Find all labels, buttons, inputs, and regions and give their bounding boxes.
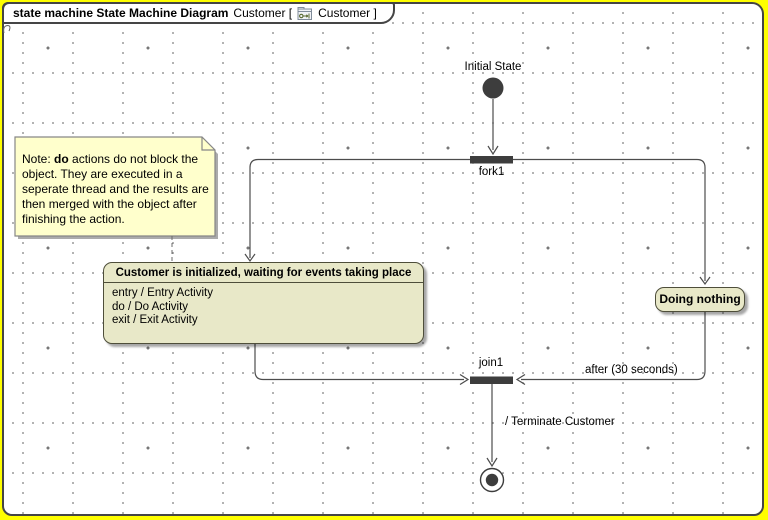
frame-tab-anchor-decoration (3, 24, 11, 34)
note-shape[interactable] (14, 136, 216, 237)
fork-label[interactable]: fork1 (478, 166, 505, 178)
diagram-context-close: Customer ] (318, 6, 377, 20)
terminate-effect-label[interactable]: / Terminate Customer (505, 416, 615, 428)
arrowhead-down-fork (487, 145, 499, 156)
arrowhead-left-join (515, 373, 526, 386)
initial-state-node[interactable] (482, 77, 504, 99)
state-title: Customer is initialized, waiting for eve… (104, 263, 423, 283)
note-comment[interactable]: Note: do actions do not block the object… (15, 137, 215, 236)
arrowhead-down-main-state (244, 253, 256, 263)
arrowhead-down-doing-nothing (699, 276, 711, 286)
note-fold-corner (201, 137, 215, 151)
state-activity-list: entry / Entry Activity do / Do Activity … (104, 283, 423, 328)
state-doing-nothing[interactable]: Doing nothing (655, 287, 745, 312)
join-bar[interactable] (470, 376, 513, 385)
note-text-bold-word: do (54, 152, 69, 166)
transition-fork-to-doing-nothing[interactable] (513, 158, 706, 282)
state-exit-activity[interactable]: exit / Exit Activity (112, 314, 198, 326)
state-machine-diagram-icon (297, 6, 313, 20)
transition-doing-nothing-to-join[interactable] (521, 312, 706, 381)
arrowhead-down-final (486, 457, 498, 468)
join-label[interactable]: join1 (478, 357, 504, 369)
state-customer-initialized[interactable]: Customer is initialized, waiting for eve… (103, 262, 424, 344)
final-state-inner-dot (485, 473, 499, 487)
diagram-context-open: Customer [ (233, 6, 293, 20)
note-text-rest: actions do not block the object. They ar… (22, 152, 209, 226)
state-do-activity[interactable]: do / Do Activity (112, 300, 189, 313)
note-text-prefix: Note: (22, 152, 55, 166)
diagram-kind-label: state machine State Machine Diagram (13, 6, 229, 20)
transition-fork-to-main-state[interactable] (249, 158, 470, 259)
arrowhead-right-join (459, 373, 470, 386)
diagram-frame-tab[interactable]: state machine State Machine Diagram Cust… (2, 2, 395, 24)
initial-state-label[interactable]: Initial State (464, 61, 522, 73)
fork-bar[interactable] (470, 156, 513, 164)
state-entry-activity[interactable]: entry / Entry Activity (112, 287, 213, 299)
transition-main-state-to-join[interactable] (254, 344, 464, 381)
after-trigger-label[interactable]: after (30 seconds) (585, 364, 678, 376)
